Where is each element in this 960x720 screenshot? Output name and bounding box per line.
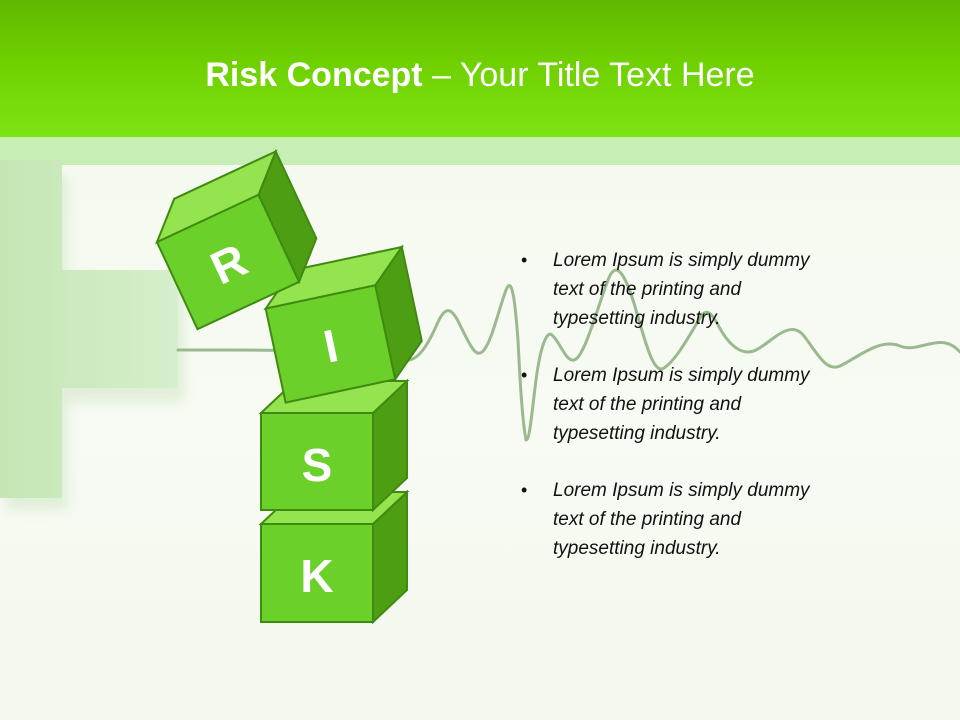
title-rest: – Your Title Text Here bbox=[422, 56, 755, 94]
bullet-text: Lorem Ipsum is simply dummy text of the … bbox=[553, 365, 810, 444]
cube-s: S bbox=[258, 378, 410, 513]
cube-letter-k: K bbox=[300, 550, 333, 602]
medical-cross-icon bbox=[0, 160, 184, 510]
bullet-item: • Lorem Ipsum is simply dummy text of th… bbox=[517, 361, 837, 448]
title-bar: Risk Concept – Your Title Text Here bbox=[0, 0, 960, 137]
slide-title: Risk Concept – Your Title Text Here bbox=[0, 52, 960, 98]
title-strong: Risk Concept bbox=[205, 56, 423, 94]
bullet-item: • Lorem Ipsum is simply dummy text of th… bbox=[517, 476, 837, 563]
bullet-marker: • bbox=[521, 250, 528, 270]
cube-k: K bbox=[258, 489, 410, 625]
cube-letter-s: S bbox=[302, 439, 333, 491]
cube-r: R bbox=[155, 148, 318, 331]
heartbeat-line-icon bbox=[176, 268, 960, 442]
header-band bbox=[0, 137, 960, 165]
cube-i: I bbox=[263, 244, 423, 404]
bullet-marker: • bbox=[521, 365, 528, 385]
bullet-text: Lorem Ipsum is simply dummy text of the … bbox=[553, 480, 810, 559]
bullet-text: Lorem Ipsum is simply dummy text of the … bbox=[553, 250, 810, 329]
bullet-item: • Lorem Ipsum is simply dummy text of th… bbox=[517, 246, 837, 333]
bullet-marker: • bbox=[521, 480, 528, 500]
bullet-list: • Lorem Ipsum is simply dummy text of th… bbox=[517, 246, 837, 591]
